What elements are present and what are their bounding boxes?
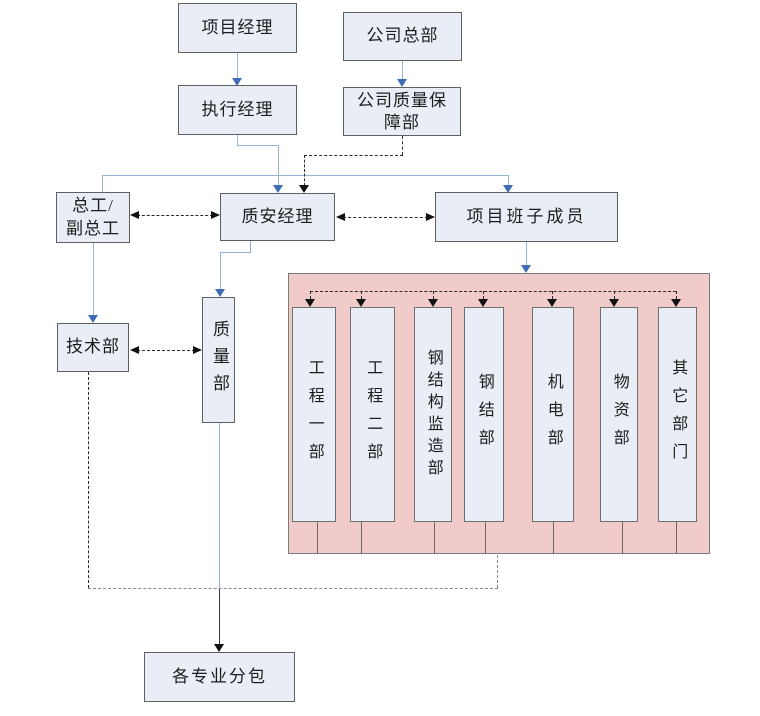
node-tech-dept: 技术部 <box>57 323 129 372</box>
arrow-down-icon <box>609 299 619 307</box>
node-project-manager: 项目经理 <box>178 3 297 53</box>
connector-main-horizontal <box>102 175 508 176</box>
node-quality-dept: 质量部 <box>202 297 235 423</box>
dashed-dept-drop <box>310 291 311 299</box>
connector-pm-to-em <box>237 53 238 79</box>
dashed-dept-drop <box>361 291 362 299</box>
dept-stub-line <box>434 522 435 554</box>
connector-to-chief <box>102 175 103 192</box>
arrow-down-icon <box>503 185 513 193</box>
node-dept-other: 其它部门 <box>658 307 697 522</box>
dashed-bottom-horizontal <box>88 588 498 589</box>
dept-stub-line <box>317 522 318 554</box>
dashed-dept-distribution <box>310 291 676 292</box>
node-dept-mech-electrical: 机电部 <box>532 307 574 522</box>
connector-to-team <box>508 175 509 186</box>
arrow-down-icon <box>299 185 309 193</box>
dept-stub-line <box>485 522 486 554</box>
dashed-qadept-to-qam <box>304 155 305 186</box>
arrow-left-icon <box>130 346 139 354</box>
arrow-right-icon <box>211 211 220 219</box>
arrow-down-icon <box>671 299 681 307</box>
dept-stub-line <box>622 522 623 554</box>
dashed-dept-drop <box>433 291 434 299</box>
arrow-down-icon <box>547 299 557 307</box>
connector-em-drop <box>237 135 238 145</box>
arrow-left-icon <box>130 211 139 219</box>
connector-hq-to-qadept <box>402 61 403 80</box>
dept-stub-line <box>361 522 362 554</box>
connector-qam-to-quality <box>220 252 221 290</box>
node-project-team: 项目班子成员 <box>435 192 618 242</box>
node-qa-manager: 质安经理 <box>220 193 335 241</box>
arrow-down-icon <box>232 78 242 86</box>
arrow-down-icon <box>428 299 438 307</box>
arrow-down-icon <box>478 299 488 307</box>
arrow-right-icon <box>193 346 202 354</box>
arrow-down-icon <box>215 289 225 297</box>
arrow-right-icon <box>426 213 435 221</box>
dashed-dept-drop <box>676 291 677 299</box>
dashed-chief-qam <box>137 215 213 216</box>
connector-chief-to-tech <box>93 243 94 316</box>
node-subcontractors: 各专业分包 <box>144 652 295 702</box>
connector-qam-elbow <box>220 252 251 253</box>
dept-stub-line <box>676 522 677 554</box>
node-dept-materials: 物资部 <box>600 307 638 522</box>
connector-em-elbow <box>237 145 279 146</box>
node-dept-steel-supervision: 钢结构监造部 <box>414 307 452 522</box>
arrow-down-icon <box>521 265 531 273</box>
dashed-dept-drop <box>552 291 553 299</box>
node-chief-engineer: 总工/ 副总工 <box>56 192 130 243</box>
node-executive-manager: 执行经理 <box>178 85 297 135</box>
dashed-qadept-elbow <box>304 155 403 156</box>
arrow-down-icon <box>214 644 224 652</box>
arrow-down-icon <box>273 185 283 193</box>
connector-to-subcontractors <box>219 588 220 645</box>
node-company-qa-dept: 公司质量保 障部 <box>343 87 461 136</box>
dashed-tech-quality <box>137 350 195 351</box>
arrow-down-icon <box>356 299 366 307</box>
connector-qam-drop <box>250 241 251 252</box>
arrow-left-icon <box>336 213 345 221</box>
node-dept-engineering-1: 工程一部 <box>292 307 336 522</box>
dashed-tech-drop <box>88 372 89 588</box>
arrow-down-icon <box>88 315 98 323</box>
dept-stub-line <box>553 522 554 554</box>
arrow-down-icon <box>397 79 407 87</box>
dashed-dept-drop <box>483 291 484 299</box>
node-dept-steel-structure: 钢结部 <box>464 307 504 522</box>
node-company-hq: 公司总部 <box>343 12 462 61</box>
connector-quality-drop <box>219 423 220 588</box>
dashed-qadept-drop <box>402 136 403 155</box>
dashed-container-drop <box>497 555 498 588</box>
node-dept-engineering-2: 工程二部 <box>350 307 395 522</box>
connector-em-to-qam <box>278 145 279 186</box>
dashed-qam-team <box>343 217 428 218</box>
arrow-down-icon <box>305 299 315 307</box>
dashed-dept-drop <box>614 291 615 299</box>
connector-team-to-container <box>526 242 527 266</box>
